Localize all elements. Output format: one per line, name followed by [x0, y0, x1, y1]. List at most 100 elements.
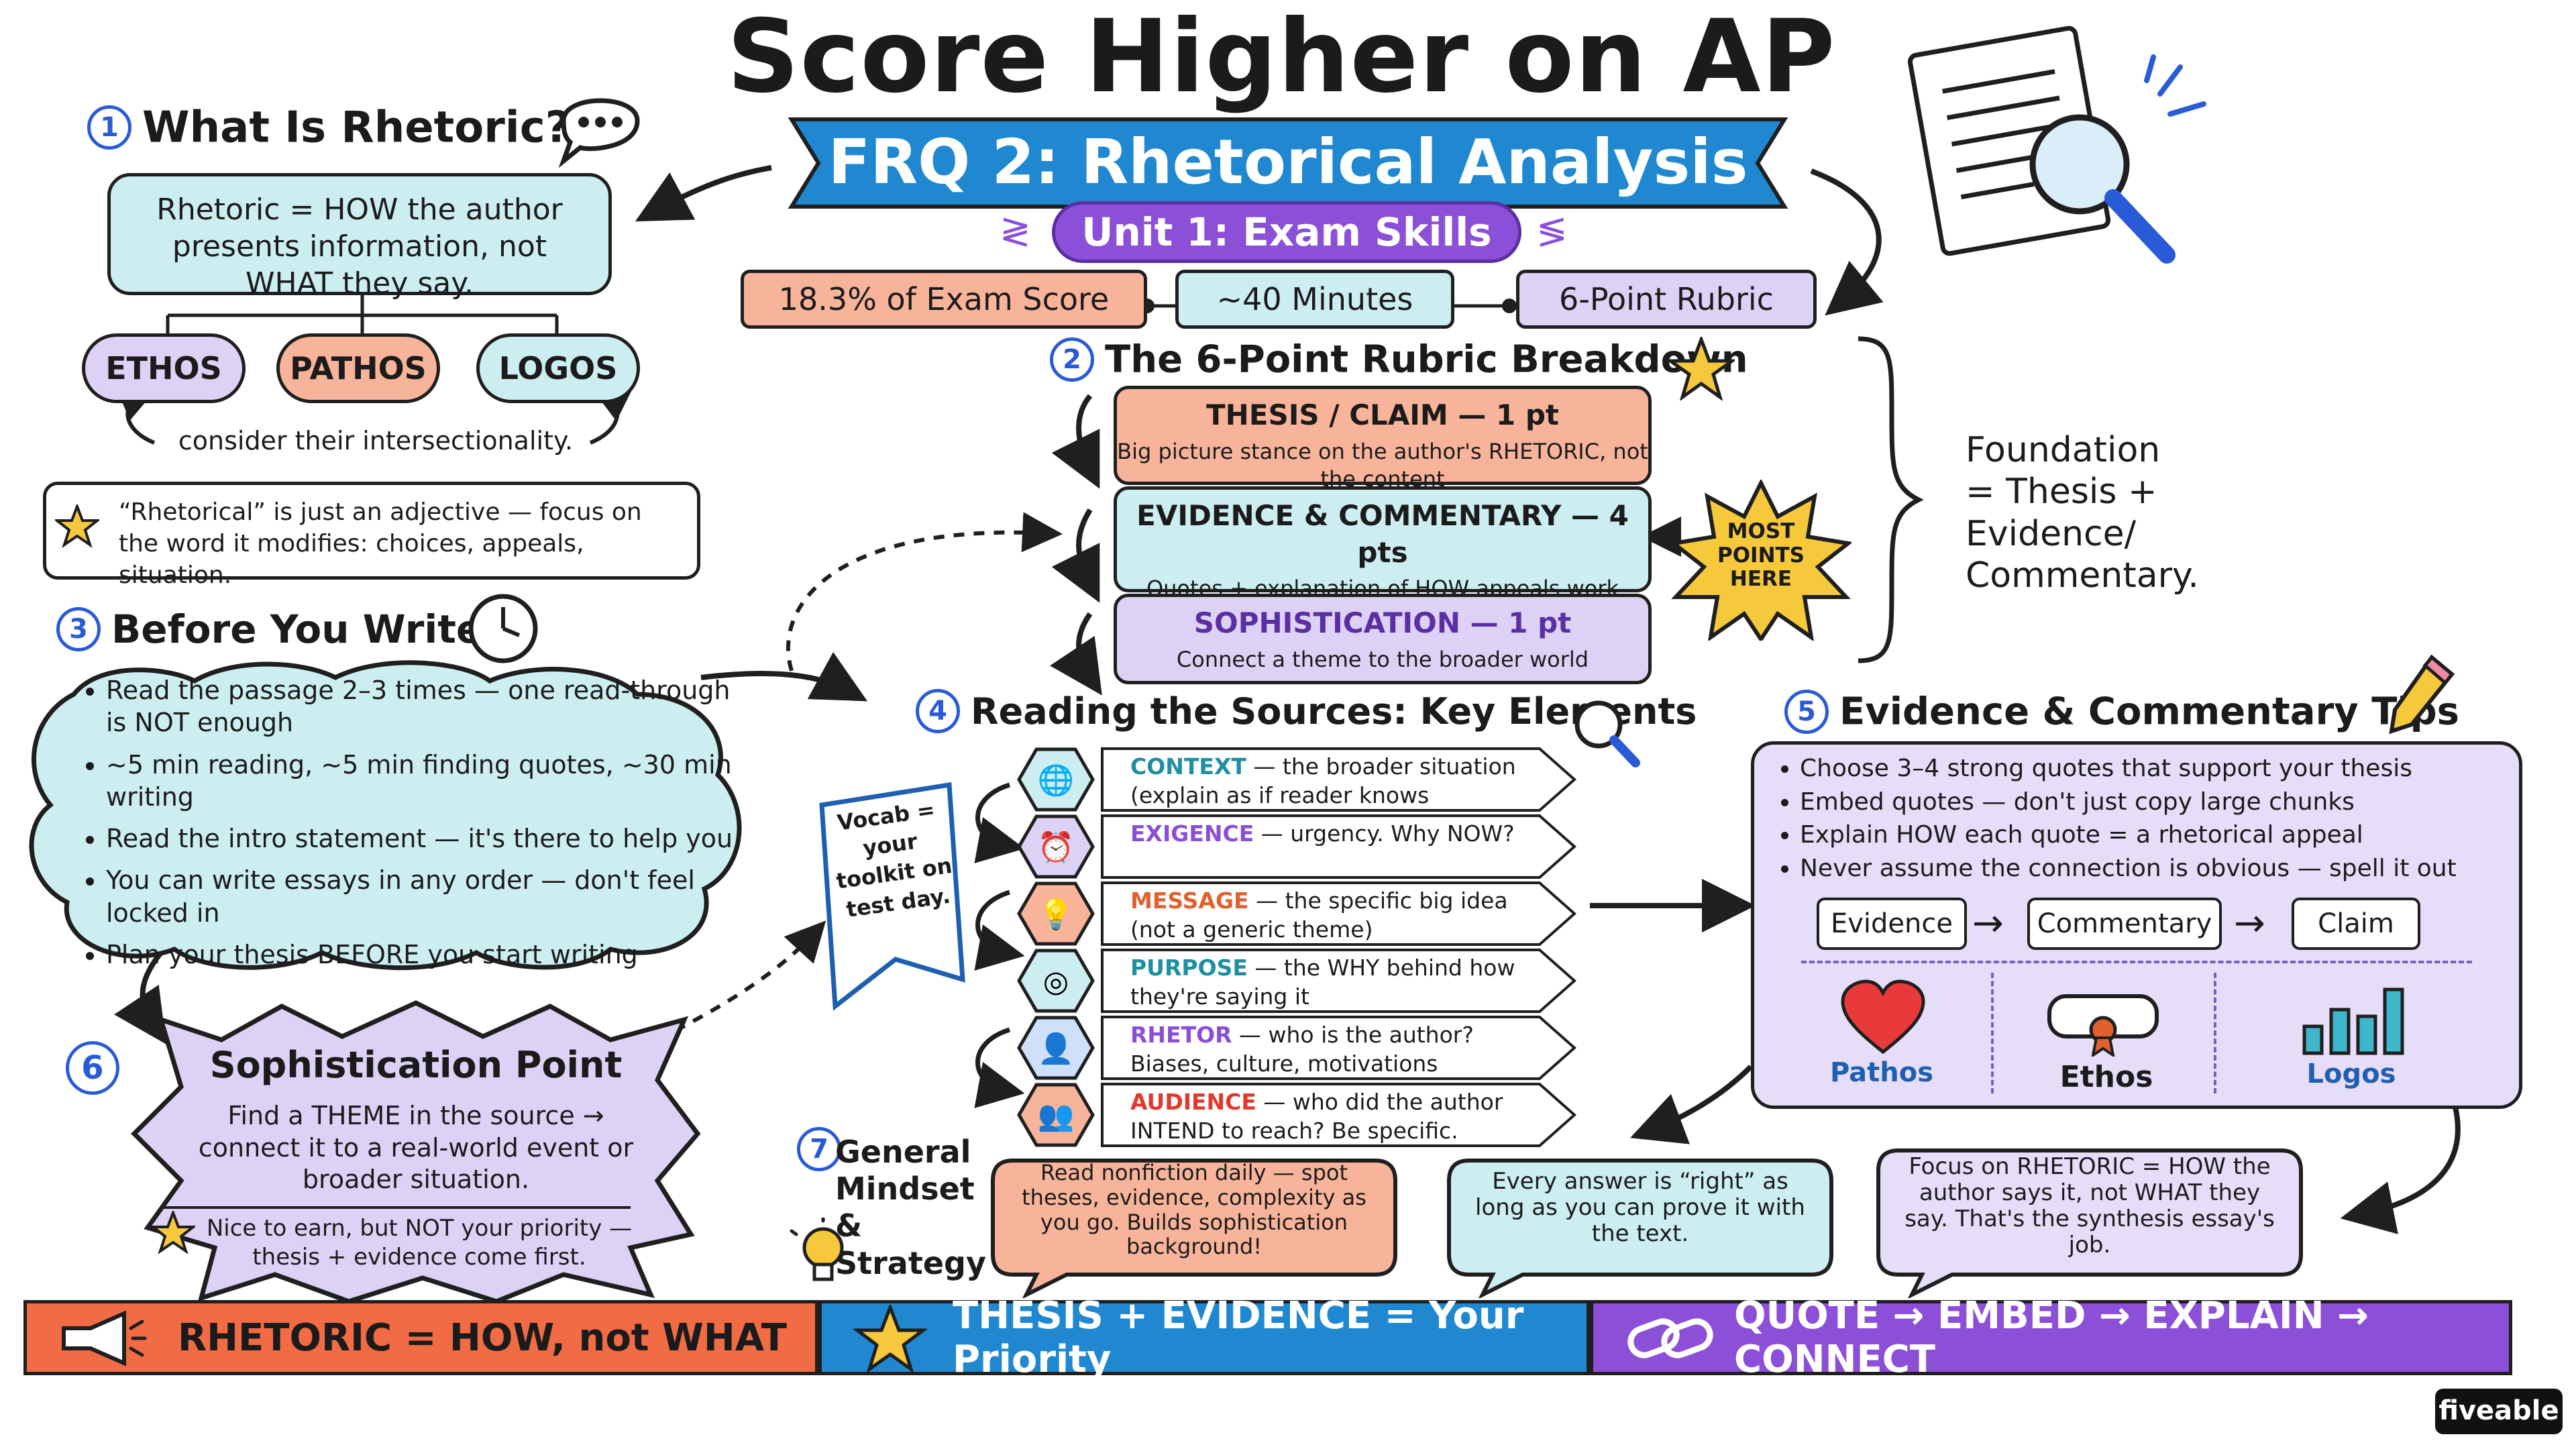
mindset-bubble-1-shape	[991, 1159, 1397, 1298]
svg-text:👥: 👥	[1038, 1099, 1075, 1133]
section-6-number: 6	[66, 1041, 130, 1095]
footer-banner-priority: THESIS + EVIDENCE = Your Priority	[818, 1294, 1590, 1381]
mindset-bubble-3: Focus on RHETORIC = HOW the author says …	[1904, 1153, 2275, 1259]
before-item: ~5 min reading, ~5 min finding quotes, ~…	[106, 749, 745, 814]
svg-text:🌐: 🌐	[1038, 763, 1075, 798]
key-element-text: EXIGENCE — urgency. Why NOW?	[1104, 813, 1573, 880]
cloud-shape	[29, 660, 742, 971]
document-magnifier-icon	[1907, 25, 2206, 264]
stat-exam-score: 18.3% of Exam Score	[741, 270, 1147, 329]
divider	[1801, 961, 2472, 963]
alarm-clock-icon: ⏰	[1017, 814, 1095, 879]
appeal-pathos-label: Pathos	[1829, 1057, 1934, 1088]
before-you-write-list: Read the passage 2–3 times — one read-th…	[74, 674, 745, 980]
section-7-number: 7	[797, 1127, 852, 1171]
arrow-label-shape	[1101, 1016, 1577, 1080]
sparkle-right-icon: ≶	[1536, 209, 1568, 253]
foundation-note: Foundation = Thesis + Evidence/ Commenta…	[1966, 430, 2199, 596]
section-4-number: 4	[916, 689, 960, 734]
bar-chart-icon	[2302, 987, 2404, 1055]
flow-claim: Claim	[2292, 898, 2420, 950]
key-element-term: AUDIENCE	[1130, 1089, 1256, 1115]
mindset-bubble-3-shape	[1876, 1148, 2303, 1298]
arrow-label-shape	[1101, 1083, 1577, 1147]
flow-evidence: Evidence	[1817, 898, 1967, 950]
appeal-branches	[166, 295, 559, 345]
key-element-description: — urgency. Why NOW?	[1254, 820, 1515, 847]
arrow-label-shape	[1101, 881, 1577, 946]
foundation-brace	[1858, 336, 1924, 663]
clock-icon	[468, 594, 538, 663]
svg-text:💡: 💡	[1038, 898, 1075, 932]
key-element-text: MESSAGE — the specific big idea (not a g…	[1104, 880, 1573, 947]
section-2-number: 2	[1050, 337, 1094, 382]
diploma-icon	[2047, 994, 2159, 1057]
evidence-tips-list: Choose 3–4 strong quotes that support yo…	[1768, 753, 2512, 885]
tip-item: Embed quotes — don't just copy large chu…	[1800, 786, 2512, 818]
before-item: Read the intro statement — it's there to…	[106, 822, 745, 855]
appeal-logos: LOGOS	[476, 333, 640, 403]
before-item: Read the passage 2–3 times — one read-th…	[106, 674, 745, 739]
pencil-icon	[2389, 654, 2455, 735]
stat-rubric: 6-Point Rubric	[1516, 270, 1817, 329]
tip-item: Never assume the connection is obvious —…	[1800, 853, 2512, 885]
section-7-title: General Mindset & Strategy	[835, 1134, 986, 1281]
appeal-ethos-label: Ethos	[2059, 1060, 2153, 1094]
mindset-bubble-1: Read nonfiction daily — spot theses, evi…	[1022, 1160, 1366, 1260]
speech-bubble-icon	[558, 98, 640, 168]
megaphone-icon	[62, 1310, 147, 1366]
globe-icon: 🌐	[1017, 747, 1095, 812]
section-1-number: 1	[87, 105, 131, 150]
appeal-logos-label: Logos	[2306, 1059, 2396, 1089]
sophistication-body: Find a THEME in the source → connect it …	[198, 1101, 634, 1194]
key-element-description: — the WHY behind how they're saying it	[1130, 955, 1515, 1010]
svg-text:⏰: ⏰	[1038, 829, 1075, 865]
key-element-row: 🌐 CONTEXT — the broader situation (explai…	[1016, 746, 1580, 837]
brand-logo: fiveable	[2435, 1389, 2563, 1434]
most-points-label: MOST POINTS HERE	[1717, 519, 1805, 592]
heart-icon	[1841, 979, 1925, 1055]
stat-minutes: ~40 Minutes	[1175, 270, 1454, 329]
key-element-row: ◎PURPOSE — the WHY behind how they're sa…	[1016, 947, 1580, 1014]
appeal-ethos: ETHOS	[82, 333, 246, 403]
sparkle-left-icon: ≷	[1000, 209, 1031, 253]
unit-pill: Unit 1: Exam Skills	[1052, 201, 1521, 263]
vocab-note: Vocab = your toolkit on test day.	[835, 796, 954, 922]
key-element-term: EXIGENCE	[1130, 820, 1254, 847]
before-item: Plan your thesis BEFORE you start writin…	[106, 938, 745, 971]
divider	[161, 1206, 631, 1209]
arrow-label-shape	[1101, 747, 1577, 812]
person-icon: 👤	[1017, 1016, 1095, 1080]
svg-text:👤: 👤	[1038, 1032, 1075, 1066]
magnifier-icon	[1574, 700, 1640, 767]
arrow-label-shape	[1101, 814, 1577, 879]
lightbulb-icon: 💡	[1017, 881, 1095, 946]
key-element-text: CONTEXT — the broader situation (explain…	[1104, 746, 1573, 837]
key-element-text: RHETOR — who is the author? Biases, cult…	[1104, 1014, 1573, 1081]
ribbon-title: FRQ 2: Rhetorical Analysis	[828, 126, 1748, 198]
vocab-ribbon	[819, 782, 965, 1011]
star-icon	[853, 1305, 927, 1372]
rhetorical-tip: “Rhetorical” is just an adjective — focu…	[43, 482, 700, 589]
ribbon-banner	[788, 117, 1788, 209]
key-element-row: 👥AUDIENCE — who did the author INTEND to…	[1016, 1081, 1580, 1148]
key-element-description: — who is the author? Biases, culture, mo…	[1130, 1022, 1474, 1077]
before-item: You can write essays in any order — don'…	[106, 864, 745, 929]
arrow-label-shape	[1101, 949, 1577, 1013]
chain-link-icon	[1627, 1318, 1713, 1358]
footer-banner-rhetoric: RHETORIC = HOW, not WHAT	[23, 1300, 818, 1375]
mindset-bubble-2: Every answer is “right” as long as you c…	[1475, 1168, 1805, 1248]
star-icon	[1668, 337, 1735, 400]
page-title: Score Higher on AP Lang	[727, 0, 1836, 228]
key-element-term: MESSAGE	[1130, 888, 1249, 914]
key-element-term: CONTEXT	[1130, 753, 1246, 780]
key-element-row: ⏰ EXIGENCE — urgency. Why NOW?	[1016, 813, 1580, 880]
star-icon	[55, 504, 99, 548]
sophistication-note: Nice to earn, but NOT your priority — th…	[206, 1215, 633, 1271]
target-icon: ◎	[1017, 949, 1095, 1013]
star-icon	[151, 1211, 195, 1254]
